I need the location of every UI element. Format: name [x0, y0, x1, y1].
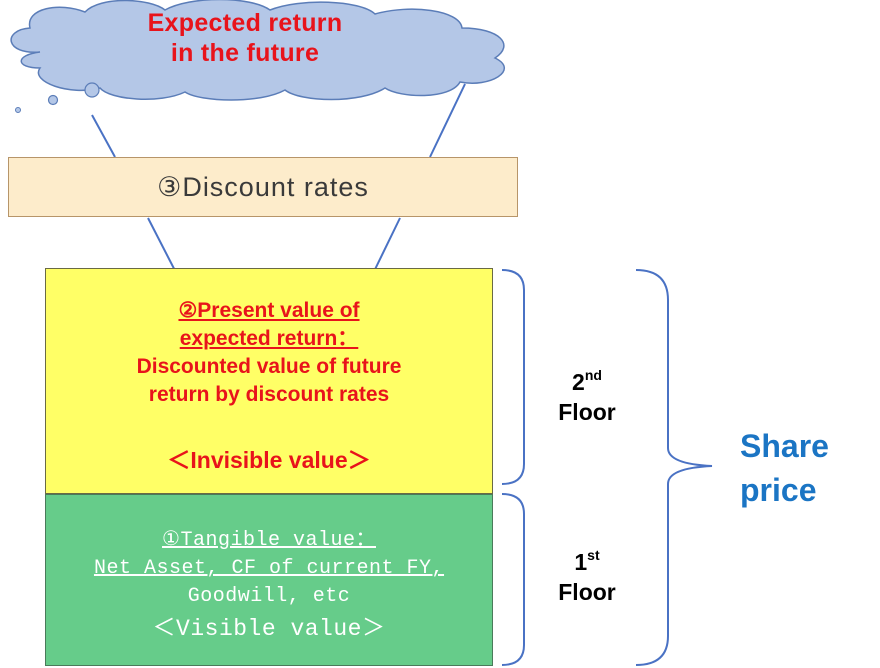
invisible-value-label: ＜Invisible value＞ [167, 447, 371, 473]
first-floor-word: Floor [558, 579, 616, 605]
first-floor-box: ①Tangible value： Net Asset, CF of curren… [45, 494, 493, 666]
brace-second-floor [501, 269, 525, 485]
cloud-title-line1: Expected return [147, 9, 343, 37]
thought-cloud [10, 0, 505, 101]
connector-line-left [91, 114, 116, 158]
second-floor-box: ②Present value of expected return： Disco… [45, 268, 493, 494]
second-floor-word: Floor [558, 399, 616, 425]
share-price-line2: price [740, 472, 817, 508]
tangible-value-line3: Goodwill, etc [187, 585, 351, 608]
tangible-value-line1: ①Tangible value： [162, 529, 376, 552]
tangible-value-text: ①Tangible value： Net Asset, CF of curren… [46, 527, 492, 643]
brace-first-floor [501, 493, 525, 666]
thought-bubble-small [15, 107, 21, 113]
present-value-heading-line1: ②Present value of [178, 299, 360, 322]
first-floor-number: 1 [574, 549, 588, 575]
thought-bubble-large [84, 82, 100, 98]
second-floor-label: 2nd Floor [532, 360, 642, 427]
visible-value-label: ＜Visible value＞ [152, 616, 386, 642]
connector-line-right [429, 83, 466, 158]
thought-bubble-medium [47, 94, 59, 106]
tangible-value-line2: Net Asset, CF of current FY, [93, 557, 445, 580]
second-floor-number: 2 [572, 369, 585, 395]
cloud-title-line2: in the future [170, 39, 320, 67]
discount-rates-box: ③Discount rates [8, 157, 518, 217]
cloud-title: Expected return in the future [100, 8, 390, 68]
first-floor-suffix: st [587, 547, 600, 563]
present-value-body-line2: return by discount rates [148, 383, 390, 406]
present-value-text: ②Present value of expected return： Disco… [46, 297, 492, 409]
discount-rates-label: ③Discount rates [157, 171, 369, 202]
share-price-label: Share price [740, 424, 829, 512]
brace-share-price [635, 269, 713, 666]
first-floor-label: 1st Floor [532, 540, 642, 607]
share-price-line1: Share [740, 428, 829, 464]
present-value-body-line1: Discounted value of future [136, 355, 402, 378]
present-value-heading-line2: expected return： [179, 327, 359, 350]
second-floor-suffix: nd [584, 367, 602, 383]
